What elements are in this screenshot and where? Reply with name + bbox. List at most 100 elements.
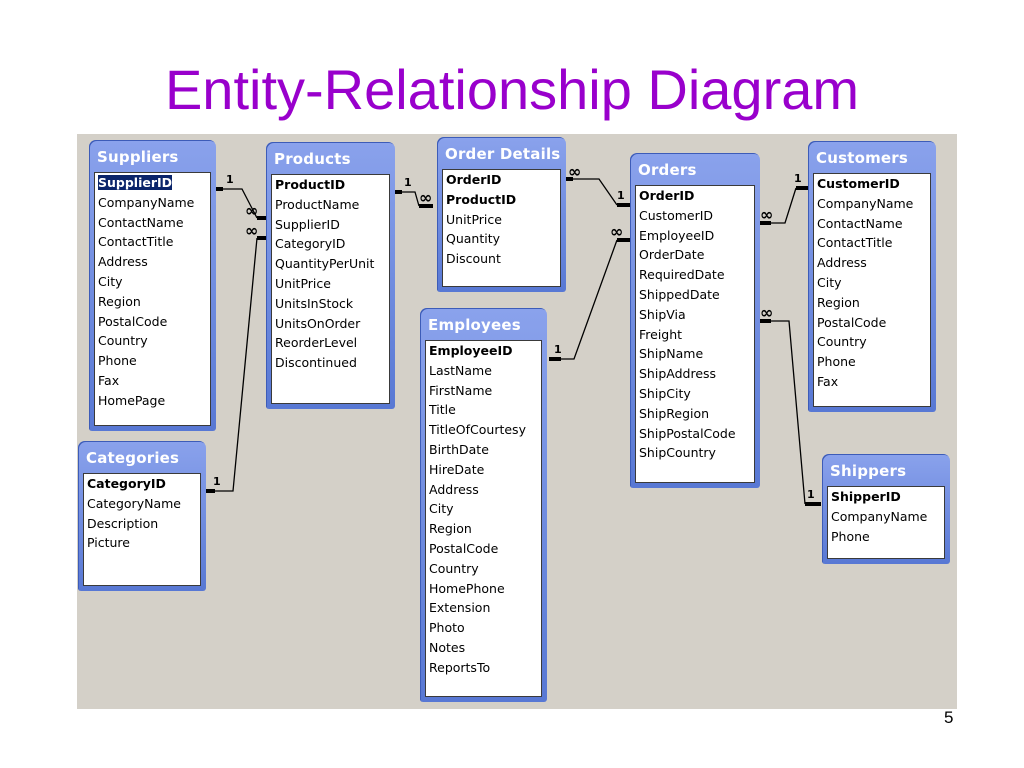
field-unitprice[interactable]: UnitPrice bbox=[446, 211, 502, 227]
field-phone[interactable]: Phone bbox=[831, 528, 870, 544]
field-orderid[interactable]: OrderID bbox=[639, 188, 695, 203]
field-unitsonorder[interactable]: UnitsOnOrder bbox=[275, 315, 361, 331]
field-reorderlevel[interactable]: ReorderLevel bbox=[275, 335, 358, 351]
field-country[interactable]: Country bbox=[429, 560, 479, 576]
field-employeeid[interactable]: EmployeeID bbox=[639, 227, 715, 243]
marker-many-orderdetails-orders: ∞ bbox=[568, 162, 581, 181]
marker-one-categories-products: 1 bbox=[213, 475, 221, 488]
field-companyname[interactable]: CompanyName bbox=[98, 194, 195, 210]
field-customerid[interactable]: CustomerID bbox=[817, 176, 900, 191]
field-companyname[interactable]: CompanyName bbox=[831, 508, 928, 524]
marker-one-suppliers-products: 1 bbox=[226, 173, 234, 186]
field-shipaddress[interactable]: ShipAddress bbox=[639, 366, 717, 382]
field-shipvia[interactable]: ShipVia bbox=[639, 306, 686, 322]
field-shippeddate[interactable]: ShippedDate bbox=[639, 286, 720, 302]
field-orderdate[interactable]: OrderDate bbox=[639, 247, 705, 263]
field-photo[interactable]: Photo bbox=[429, 620, 465, 636]
field-picture[interactable]: Picture bbox=[87, 535, 130, 551]
field-fax[interactable]: Fax bbox=[98, 372, 120, 388]
field-discontinued[interactable]: Discontinued bbox=[275, 355, 357, 371]
field-contactname[interactable]: ContactName bbox=[817, 215, 903, 231]
field-country[interactable]: Country bbox=[817, 334, 867, 350]
field-phone[interactable]: Phone bbox=[98, 353, 137, 369]
field-quantityperunit[interactable]: QuantityPerUnit bbox=[275, 256, 375, 272]
field-employeeid[interactable]: EmployeeID bbox=[429, 343, 513, 358]
field-city[interactable]: City bbox=[98, 273, 123, 289]
marker-many-products-orderdetails: ∞ bbox=[419, 188, 432, 207]
field-homepage[interactable]: HomePage bbox=[98, 392, 166, 408]
table-shippers[interactable]: Shippers ShipperID CompanyName Phone bbox=[822, 454, 950, 564]
field-lastname[interactable]: LastName bbox=[429, 362, 492, 378]
field-list-customers: CustomerID CompanyName ContactName Conta… bbox=[813, 173, 931, 407]
field-quantity[interactable]: Quantity bbox=[446, 231, 501, 247]
field-postalcode[interactable]: PostalCode bbox=[817, 314, 887, 330]
field-productid[interactable]: ProductID bbox=[446, 191, 517, 207]
field-city[interactable]: City bbox=[429, 501, 454, 517]
field-phone[interactable]: Phone bbox=[817, 354, 856, 370]
field-unitprice[interactable]: UnitPrice bbox=[275, 275, 331, 291]
table-title-orders: Orders bbox=[638, 161, 697, 179]
field-shipcountry[interactable]: ShipCountry bbox=[639, 445, 716, 461]
field-contactname[interactable]: ContactName bbox=[98, 214, 184, 230]
field-shipperid[interactable]: ShipperID bbox=[831, 489, 901, 504]
table-customers[interactable]: Customers CustomerID CompanyName Contact… bbox=[808, 141, 936, 412]
table-categories[interactable]: Categories CategoryID CategoryName Descr… bbox=[78, 441, 206, 591]
field-fax[interactable]: Fax bbox=[817, 373, 839, 389]
field-title[interactable]: Title bbox=[429, 402, 456, 418]
field-discount[interactable]: Discount bbox=[446, 251, 501, 267]
field-shippostalcode[interactable]: ShipPostalCode bbox=[639, 425, 736, 441]
field-list-order-details: OrderID ProductID UnitPrice Quantity Dis… bbox=[442, 169, 561, 287]
field-postalcode[interactable]: PostalCode bbox=[429, 540, 499, 556]
field-supplierid[interactable]: SupplierID bbox=[275, 216, 340, 232]
table-orders[interactable]: Orders OrderID CustomerID EmployeeID Ord… bbox=[630, 153, 760, 488]
field-shipname[interactable]: ShipName bbox=[639, 346, 704, 362]
field-categoryid[interactable]: CategoryID bbox=[275, 236, 346, 252]
field-supplierid[interactable]: SupplierID bbox=[96, 174, 174, 191]
field-requireddate[interactable]: RequiredDate bbox=[639, 267, 725, 283]
field-orderid[interactable]: OrderID bbox=[446, 172, 502, 187]
table-products[interactable]: Products ProductID ProductName SupplierI… bbox=[266, 142, 395, 409]
marker-many-orders-shippers: ∞ bbox=[760, 303, 773, 322]
table-suppliers[interactable]: Suppliers SupplierID CompanyName Contact… bbox=[89, 140, 216, 431]
slide-title: Entity-Relationship Diagram bbox=[164, 58, 860, 121]
field-postalcode[interactable]: PostalCode bbox=[98, 313, 168, 329]
field-productname[interactable]: ProductName bbox=[275, 196, 360, 212]
field-city[interactable]: City bbox=[817, 274, 842, 290]
field-unitsinstock[interactable]: UnitsInStock bbox=[275, 295, 354, 311]
field-customerid[interactable]: CustomerID bbox=[639, 207, 714, 223]
table-title-order-details: Order Details bbox=[445, 145, 561, 163]
table-employees[interactable]: Employees EmployeeID LastName FirstName … bbox=[420, 308, 547, 702]
field-contacttitle[interactable]: ContactTitle bbox=[817, 235, 893, 251]
field-description[interactable]: Description bbox=[87, 515, 159, 531]
field-address[interactable]: Address bbox=[98, 254, 148, 270]
table-order-details[interactable]: Order Details OrderID ProductID UnitPric… bbox=[437, 137, 566, 292]
field-region[interactable]: Region bbox=[98, 293, 141, 309]
table-title-categories: Categories bbox=[86, 449, 180, 467]
line-products-orderdetails bbox=[402, 191, 420, 207]
field-categoryid[interactable]: CategoryID bbox=[87, 476, 166, 491]
field-notes[interactable]: Notes bbox=[429, 639, 466, 655]
field-shipcity[interactable]: ShipCity bbox=[639, 385, 691, 401]
field-homephone[interactable]: HomePhone bbox=[429, 580, 505, 596]
field-categoryname[interactable]: CategoryName bbox=[87, 495, 181, 511]
field-extension[interactable]: Extension bbox=[429, 600, 491, 616]
field-productid[interactable]: ProductID bbox=[275, 177, 346, 192]
field-region[interactable]: Region bbox=[817, 294, 860, 310]
field-list-suppliers: SupplierID CompanyName ContactName Conta… bbox=[94, 172, 211, 426]
field-contacttitle[interactable]: ContactTitle bbox=[98, 234, 174, 250]
marker-one-orders-shippers: 1 bbox=[807, 488, 815, 501]
field-firstname[interactable]: FirstName bbox=[429, 382, 493, 398]
field-shipregion[interactable]: ShipRegion bbox=[639, 405, 710, 421]
field-country[interactable]: Country bbox=[98, 333, 148, 349]
line-orders-shippers bbox=[771, 320, 806, 505]
field-companyname[interactable]: CompanyName bbox=[817, 195, 914, 211]
field-address[interactable]: Address bbox=[429, 481, 479, 497]
field-titleofcourtesy[interactable]: TitleOfCourtesy bbox=[429, 422, 526, 438]
field-region[interactable]: Region bbox=[429, 521, 472, 537]
field-birthdate[interactable]: BirthDate bbox=[429, 441, 489, 457]
field-reportsto[interactable]: ReportsTo bbox=[429, 659, 491, 675]
field-freight[interactable]: Freight bbox=[639, 326, 683, 342]
marker-one-orders-customers: 1 bbox=[794, 172, 802, 185]
field-hiredate[interactable]: HireDate bbox=[429, 461, 485, 477]
field-address[interactable]: Address bbox=[817, 255, 867, 271]
